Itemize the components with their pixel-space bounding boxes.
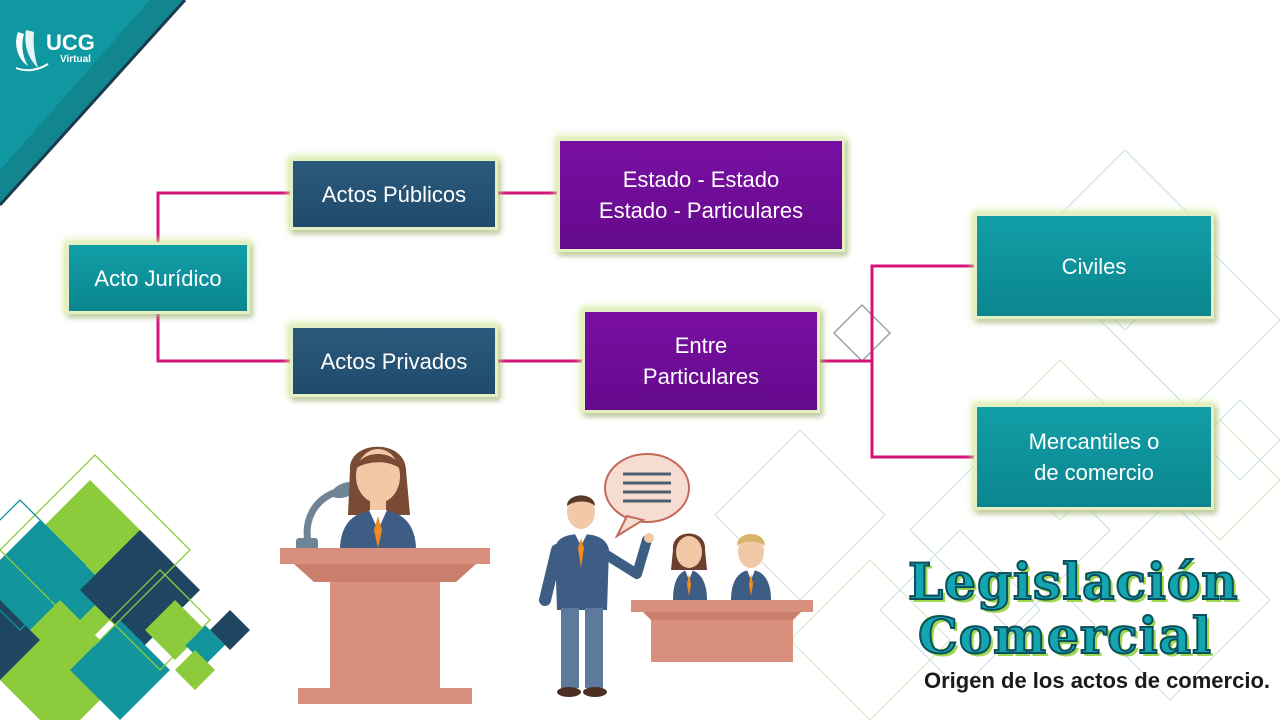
title-line-2: Comercial <box>917 606 1213 665</box>
title-line-1: Legislación <box>907 552 1239 611</box>
node-acto-juridico: Acto Jurídico <box>66 242 250 314</box>
node-entre-particulares: Entre Particulares <box>582 309 820 413</box>
presentation-illustration <box>539 453 813 697</box>
speaker-illustration <box>280 446 490 704</box>
subtitle: Origen de los actos de comercio. <box>924 668 1270 693</box>
logo-mark-icon <box>15 30 49 72</box>
node-mercantiles: Mercantiles o de comercio <box>974 404 1214 510</box>
node-actos-privados: Actos Privados <box>290 325 498 397</box>
node-estado-relaciones: Estado - Estado Estado - Particulares <box>557 138 845 252</box>
node-civiles: Civiles <box>974 213 1214 319</box>
node-actos-publicos: Actos Públicos <box>290 158 498 230</box>
logo-text: UCG <box>46 30 95 55</box>
ucg-logo[interactable]: UCG Virtual <box>12 28 112 72</box>
logo-subtext: Virtual <box>60 54 91 65</box>
